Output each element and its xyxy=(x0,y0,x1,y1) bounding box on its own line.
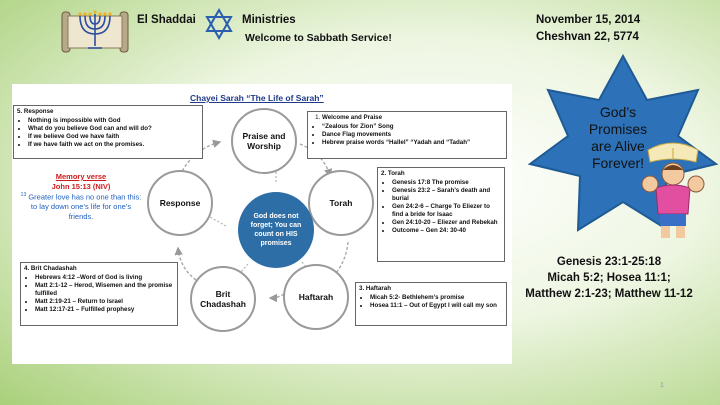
center-promise-circle: God does not forget; You can count on HI… xyxy=(238,192,314,268)
star-of-david-icon xyxy=(203,7,235,45)
torah-box-title: 2. Torah xyxy=(381,170,405,177)
response-box: 5. Response Nothing is impossible with G… xyxy=(13,105,203,159)
star-shape xyxy=(527,53,719,232)
brit-chadashah-circle: Brit Chadashah xyxy=(190,266,256,332)
brit-item: Hebrews 4:12 –Word of God is living xyxy=(35,274,143,281)
welcome-subtitle: Welcome to Sabbath Service! xyxy=(245,32,392,44)
verse-number: 13 xyxy=(20,192,27,198)
star-text: God’s Promises are Alive Forever! xyxy=(588,104,648,171)
haftarah-circle: Haftarah xyxy=(283,264,349,330)
worship-item: Dance Flag movements xyxy=(322,131,392,138)
hebrew-date: Cheshvan 22, 5774 xyxy=(536,31,639,43)
torah-item: Gen 24:10-20 – Eliezer and Rebekah xyxy=(392,219,498,226)
verse-line: Micah 5:2; Hosea 11:1; xyxy=(547,272,671,284)
brit-item: Matt 12:17-21 – Fulfilled prophesy xyxy=(35,306,135,313)
brit-chadashah-box: 4. Brit Chadashah Hebrews 4:12 –Word of … xyxy=(20,262,178,326)
torah-item: Gen 24:2-6 – Charge To Eliezer to find a… xyxy=(392,203,490,218)
memory-verse-ref: John 15:13 (NIV) xyxy=(51,181,111,191)
star-badge: God’s Promises are Alive Forever! xyxy=(526,52,720,248)
page-number: 1 xyxy=(660,382,664,389)
brit-box-title: 4. Brit Chadashah xyxy=(24,265,77,272)
org-name-right: Ministries xyxy=(242,14,296,26)
torah-item: Outcome – Gen 24: 30-40 xyxy=(392,227,466,234)
org-name-left: El Shaddai xyxy=(137,14,196,26)
worship-item: Welcome and Praise xyxy=(322,114,383,121)
haftarah-item: Hosea 11:1 – Out of Egypt I will call my… xyxy=(370,302,497,309)
praise-worship-circle: Praise and Worship xyxy=(231,108,297,174)
worship-item: “Zealous for Zion” Song xyxy=(322,123,394,130)
haftarah-item: Micah 5:2- Bethlehem’s promise xyxy=(370,294,465,301)
torah-item: Genesis 23:2 – Sarah’s death and burial xyxy=(392,187,491,202)
gregorian-date: November 15, 2014 xyxy=(536,14,641,26)
response-item: If we believe God we have faith xyxy=(28,133,120,140)
torah-item: Genesis 17:8 The promise xyxy=(392,179,469,186)
worship-box: Welcome and Praise “Zealous for Zion” So… xyxy=(307,111,507,159)
memory-verse-heading: Memory verse xyxy=(55,172,107,181)
scripture-readings: Genesis 23:1-25:18 Micah 5:2; Hosea 11:1… xyxy=(498,254,720,302)
haftarah-box-title: 3. Haftarah xyxy=(359,285,391,292)
worship-item: Hebrew praise words “Hallel” “Yadah and … xyxy=(322,139,471,146)
memory-verse-text-wrap: 13 Greater love has no one than this: to… xyxy=(20,191,142,221)
verse-line: Matthew 2:1-23; Matthew 11-12 xyxy=(525,288,693,300)
response-box-title: 5. Response xyxy=(17,108,54,115)
response-item: If we have faith we act on the promises. xyxy=(28,141,145,148)
response-item: Nothing is impossible with God xyxy=(28,117,121,124)
response-circle: Response xyxy=(147,170,213,236)
menorah-icon xyxy=(60,4,130,60)
diagram-panel: Chayei Sarah “The Life of Sarah” 5. Resp… xyxy=(12,84,512,364)
response-item: What do you believe God can and will do? xyxy=(28,125,152,132)
brit-item: Matt 2:1-12 – Herod, Wisemen and the pro… xyxy=(35,282,173,297)
torah-circle: Torah xyxy=(308,170,374,236)
torah-box: 2. Torah Genesis 17:8 The promise Genesi… xyxy=(377,167,505,262)
brit-item: Matt 2:19-21 – Return to Israel xyxy=(35,298,124,305)
verse-line: Genesis 23:1-25:18 xyxy=(556,256,662,268)
strongman-bible-icon xyxy=(638,130,708,240)
memory-verse-text: Greater love has no one than this: to la… xyxy=(28,192,142,221)
haftarah-box: 3. Haftarah Micah 5:2- Bethlehem’s promi… xyxy=(355,282,507,326)
slide-title: Chayei Sarah “The Life of Sarah” xyxy=(190,93,324,103)
memory-verse: Memory verse John 15:13 (NIV) 13 Greater… xyxy=(20,172,142,221)
